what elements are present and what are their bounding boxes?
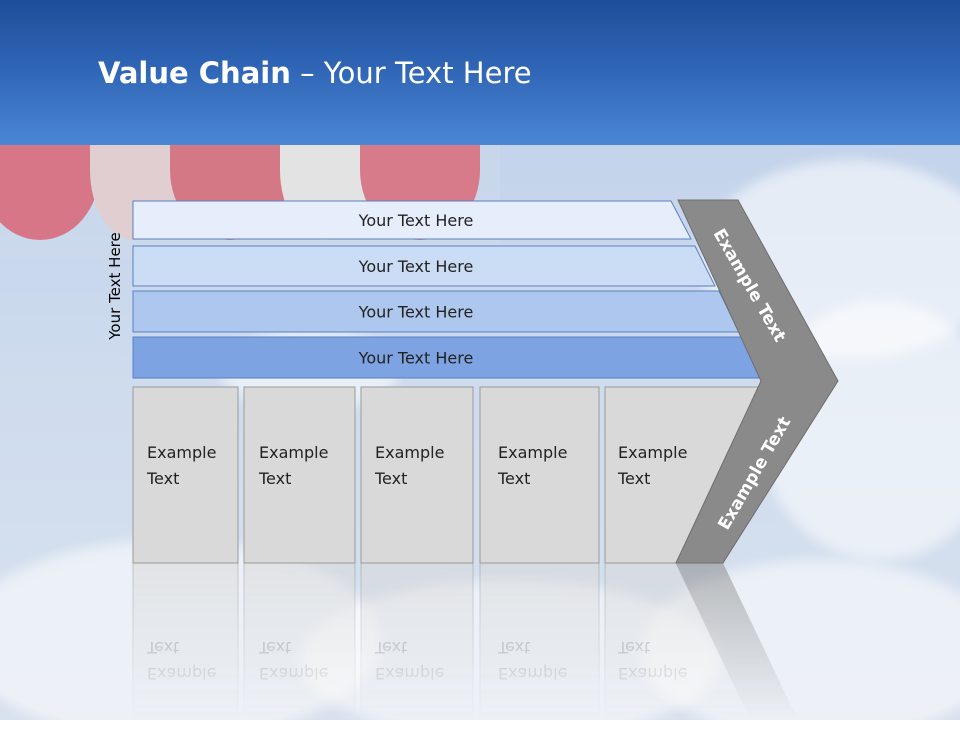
page-title: Value Chain – Your Text Here: [98, 56, 532, 90]
title-rest: – Your Text Here: [290, 56, 532, 90]
activity-column-1: [132, 386, 239, 564]
svg-text:Example: Example: [498, 664, 567, 683]
activity-column-4: [479, 386, 600, 564]
value-bar-1: [132, 200, 692, 240]
svg-text:Text: Text: [617, 638, 650, 657]
activity-column-label-line1: Example: [618, 443, 687, 462]
diagram-reflection: Example Text Example Text Example Text Exam…: [132, 562, 798, 720]
activity-column-label-line2: Text: [497, 469, 530, 488]
svg-text:Text: Text: [258, 638, 291, 657]
svg-text:Text: Text: [497, 638, 530, 657]
activity-column-label-line2: Text: [146, 469, 179, 488]
activity-column-label-line1: Example: [259, 443, 328, 462]
activity-column-label-line2: Text: [258, 469, 291, 488]
activity-column-label-line2: Text: [617, 469, 650, 488]
header-band: Value Chain – Your Text Here: [0, 0, 960, 145]
value-bar-label: Your Text Here: [358, 257, 474, 276]
title-bold: Value Chain: [98, 56, 291, 90]
svg-text:Example: Example: [259, 664, 328, 683]
svg-text:Example: Example: [375, 664, 444, 683]
chevron-shape: [675, 199, 839, 564]
activity-column-label-line1: Example: [375, 443, 444, 462]
svg-text:Text: Text: [374, 638, 407, 657]
svg-text:Text: Text: [146, 638, 179, 657]
value-bar-label: Your Text Here: [358, 303, 474, 322]
activity-column-label-line1: Example: [147, 443, 216, 462]
value-bar-2: [132, 245, 716, 287]
activity-column-3: [360, 386, 474, 564]
value-bar-label: Your Text Here: [358, 349, 474, 368]
activity-column-2: [243, 386, 356, 564]
value-bar-label: Your Text Here: [358, 211, 474, 230]
activity-column-label-line2: Text: [374, 469, 407, 488]
activity-column-label-line1: Example: [498, 443, 567, 462]
svg-text:Example: Example: [147, 664, 216, 683]
svg-text:Example: Example: [618, 664, 687, 683]
